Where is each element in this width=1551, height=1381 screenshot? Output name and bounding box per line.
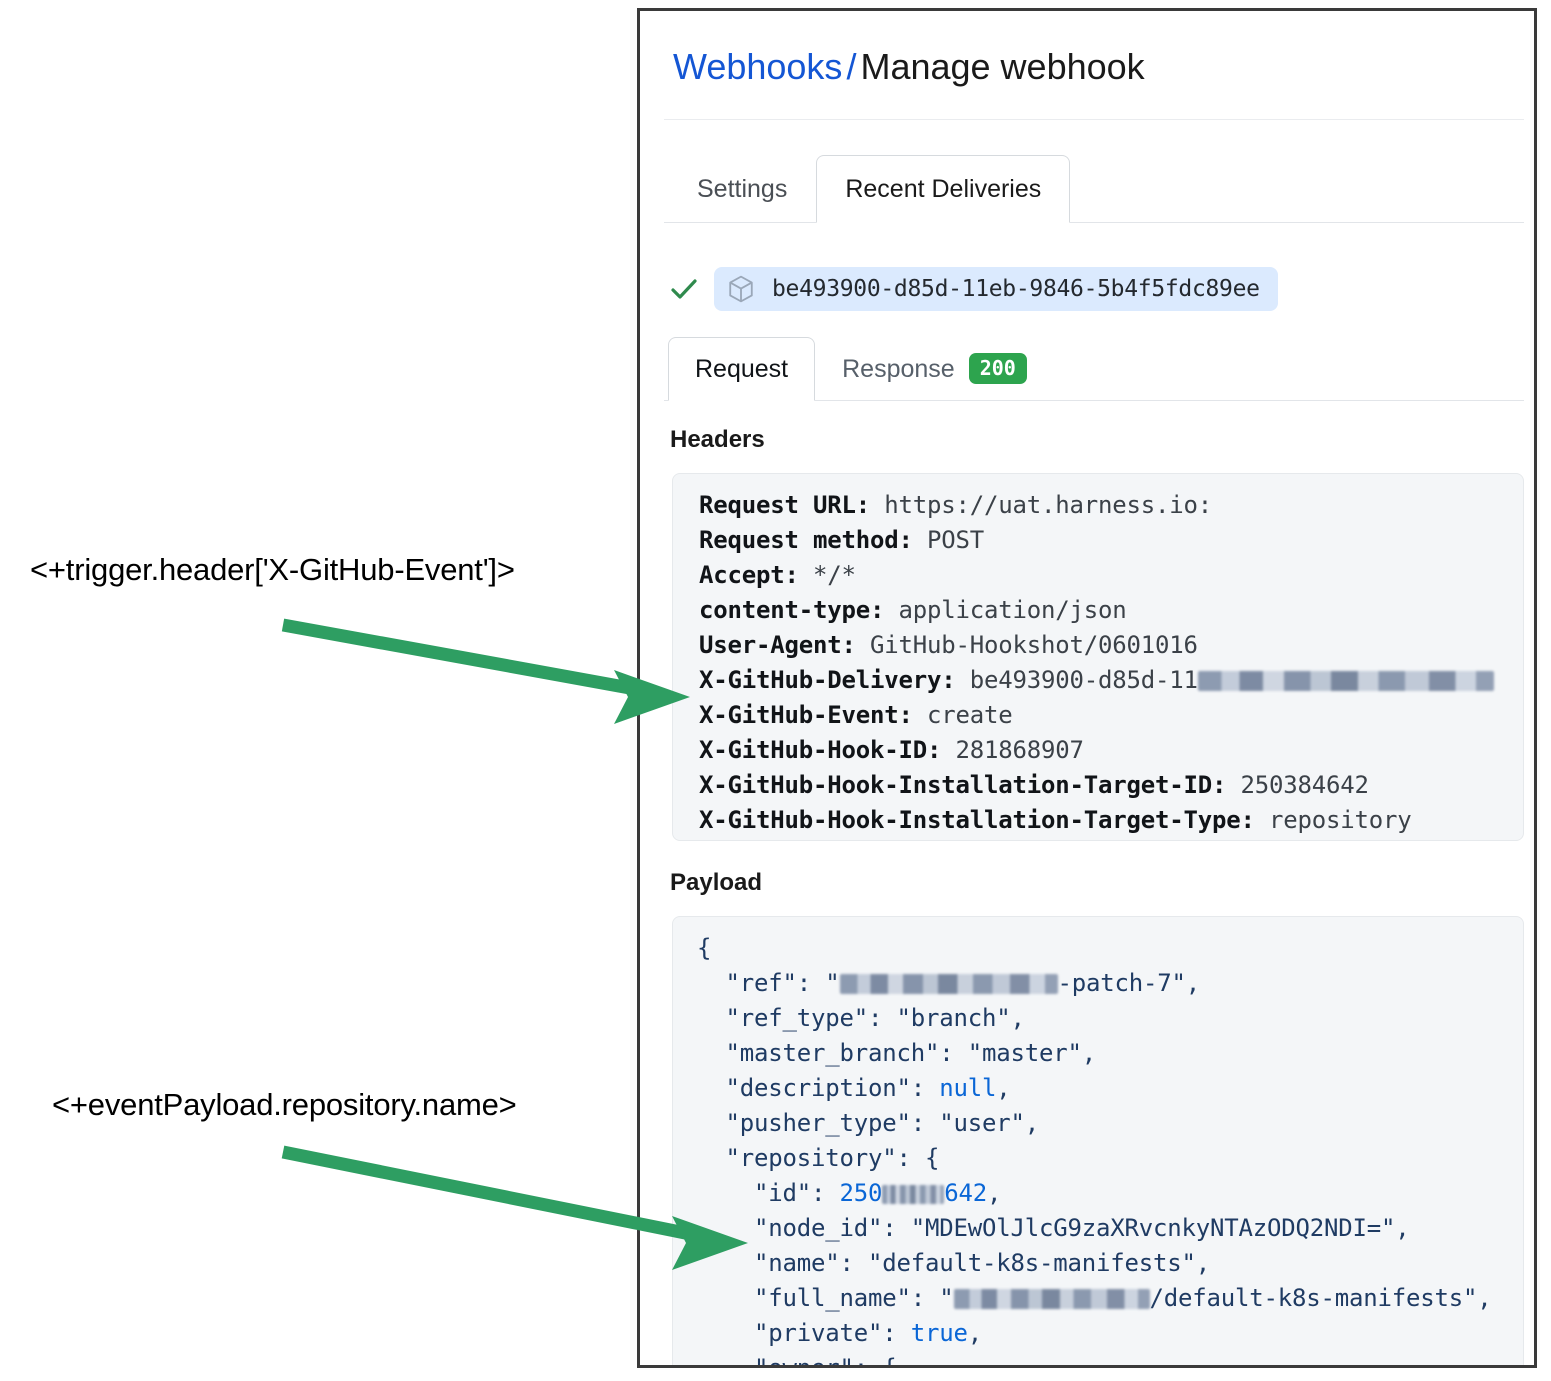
tab-response[interactable]: Response 200 xyxy=(815,336,1054,401)
webhook-panel: Webhooks/Manage webhook Settings Recent … xyxy=(637,8,1537,1368)
header-key: X-GitHub-Hook-Installation-Target-ID: xyxy=(699,771,1227,799)
json-line-owner-open: "owner": { xyxy=(697,1354,897,1368)
tab-request[interactable]: Request xyxy=(668,337,816,401)
redacted-block xyxy=(839,974,1058,994)
header-key: User-Agent: xyxy=(699,631,856,659)
header-line-x-github-hook-id: X-GitHub-Hook-ID: 281868907 xyxy=(673,733,1523,768)
headers-code-box: Request URL: https://uat.harness.io: Req… xyxy=(672,473,1524,841)
json-line-ref: "ref": "-patch-7", xyxy=(697,969,1200,997)
json-value: /default-k8s-manifests xyxy=(1149,1284,1464,1312)
header-line-accept: Accept: */* xyxy=(673,558,1523,593)
header-key: X-GitHub-Delivery: xyxy=(699,666,956,694)
json-value: true xyxy=(910,1319,968,1347)
json-value: default-k8s-manifests xyxy=(882,1249,1182,1277)
tab-response-label: Response xyxy=(842,354,955,383)
breadcrumb-separator: / xyxy=(846,46,857,87)
json-line-repository-open: "repository": { xyxy=(697,1144,940,1172)
header-key: X-GitHub-Event: xyxy=(699,701,913,729)
header-line-request-method: Request method: POST xyxy=(673,523,1523,558)
json-line-description: "description": null, xyxy=(697,1074,1011,1102)
json-value: MDEwOlJlcG9zaXRvcnkyNTAzODQ2NDI= xyxy=(925,1214,1381,1242)
header-line-target-type: X-GitHub-Hook-Installation-Target-Type: … xyxy=(673,803,1523,838)
header-key: X-GitHub-Hook-ID: xyxy=(699,736,942,764)
header-value: 281868907 xyxy=(955,736,1084,764)
json-line-private: "private": true, xyxy=(697,1319,982,1347)
json-value: master xyxy=(982,1039,1068,1067)
annotation-label-trigger-header: <+trigger.header['X-GitHub-Event']> xyxy=(30,552,515,587)
status-badge: 200 xyxy=(968,353,1027,384)
redacted-block xyxy=(1197,671,1494,691)
main-tab-bar: Settings Recent Deliveries xyxy=(668,151,1071,223)
header-value: application/json xyxy=(898,596,1127,624)
json-line-full-name: "full_name": "/default-k8s-manifests", xyxy=(697,1284,1492,1312)
arrow-trigger-header xyxy=(281,618,690,724)
json-value: null xyxy=(939,1074,997,1102)
payload-code-box: { "ref": "-patch-7", "ref_type": "branch… xyxy=(672,916,1524,1368)
json-line-pusher-type: "pusher_type": "user", xyxy=(697,1109,1039,1137)
page-title: Manage webhook xyxy=(860,46,1145,87)
json-line-name: "name": "default-k8s-manifests", xyxy=(697,1249,1210,1277)
payload-section-title: Payload xyxy=(670,869,763,896)
header-value: POST xyxy=(927,526,984,554)
delivery-id-chip[interactable]: be493900-d85d-11eb-9846-5b4f5fdc89ee xyxy=(714,267,1278,311)
json-line-ref-type: "ref_type": "branch", xyxy=(697,1004,1025,1032)
json-line-master-branch: "master_branch": "master", xyxy=(697,1039,1096,1067)
redacted-block xyxy=(882,1185,945,1204)
header-value: create xyxy=(927,701,1013,729)
json-value: user xyxy=(953,1109,1011,1137)
json-value: 642 xyxy=(944,1179,987,1207)
main-tabs-divider xyxy=(664,222,1524,223)
tab-settings[interactable]: Settings xyxy=(697,175,788,203)
delivery-guid: be493900-d85d-11eb-9846-5b4f5fdc89ee xyxy=(772,276,1260,302)
header-value: GitHub-Hookshot/0601016 xyxy=(870,631,1198,659)
json-value: -patch-7 xyxy=(1057,969,1172,997)
headers-section-title: Headers xyxy=(670,426,765,453)
header-key: Request URL: xyxy=(699,491,870,519)
delivery-row: be493900-d85d-11eb-9846-5b4f5fdc89ee xyxy=(668,264,1278,314)
header-key: Accept: xyxy=(699,561,799,589)
header-value: */* xyxy=(813,561,856,589)
redacted-block xyxy=(953,1289,1150,1309)
json-line-node-id: "node_id": "MDEwOlJlcG9zaXRvcnkyNTAzODQ2… xyxy=(697,1214,1410,1242)
check-icon xyxy=(671,279,697,299)
json-value: 250 xyxy=(839,1179,883,1207)
header-value: https://uat.harness.io: xyxy=(884,491,1212,519)
header-line-x-github-delivery: X-GitHub-Delivery: be493900-d85d-11 xyxy=(673,663,1523,698)
header-key: X-GitHub-Hook-Installation-Target-Type: xyxy=(699,806,1255,834)
breadcrumb: Webhooks/Manage webhook xyxy=(673,43,1145,91)
header-value: 250384642 xyxy=(1240,771,1369,799)
header-line-content-type: content-type: application/json xyxy=(673,593,1523,628)
header-value: repository xyxy=(1268,806,1412,834)
header-line-request-url: Request URL: https://uat.harness.io: xyxy=(673,488,1523,523)
breadcrumb-link-webhooks[interactable]: Webhooks xyxy=(673,46,843,87)
tab-request-label: Request xyxy=(695,355,789,383)
json-value: branch xyxy=(910,1004,997,1032)
json-line-open-brace: { xyxy=(697,934,712,962)
header-key: Request method: xyxy=(699,526,913,554)
cube-icon xyxy=(729,275,753,303)
sub-tab-bar: Request Response 200 xyxy=(668,334,1054,401)
header-value: be493900-d85d-11 xyxy=(969,666,1198,694)
header-line-x-github-event: X-GitHub-Event: create xyxy=(673,698,1523,733)
sub-tabs-divider xyxy=(664,400,1524,401)
header-divider xyxy=(664,119,1524,120)
header-line-user-agent: User-Agent: GitHub-Hookshot/0601016 xyxy=(673,628,1523,663)
header-line-target-id: X-GitHub-Hook-Installation-Target-ID: 25… xyxy=(673,768,1523,803)
annotation-label-event-payload: <+eventPayload.repository.name> xyxy=(52,1087,517,1122)
header-key: content-type: xyxy=(699,596,885,624)
tab-recent-deliveries[interactable]: Recent Deliveries xyxy=(816,155,1071,223)
